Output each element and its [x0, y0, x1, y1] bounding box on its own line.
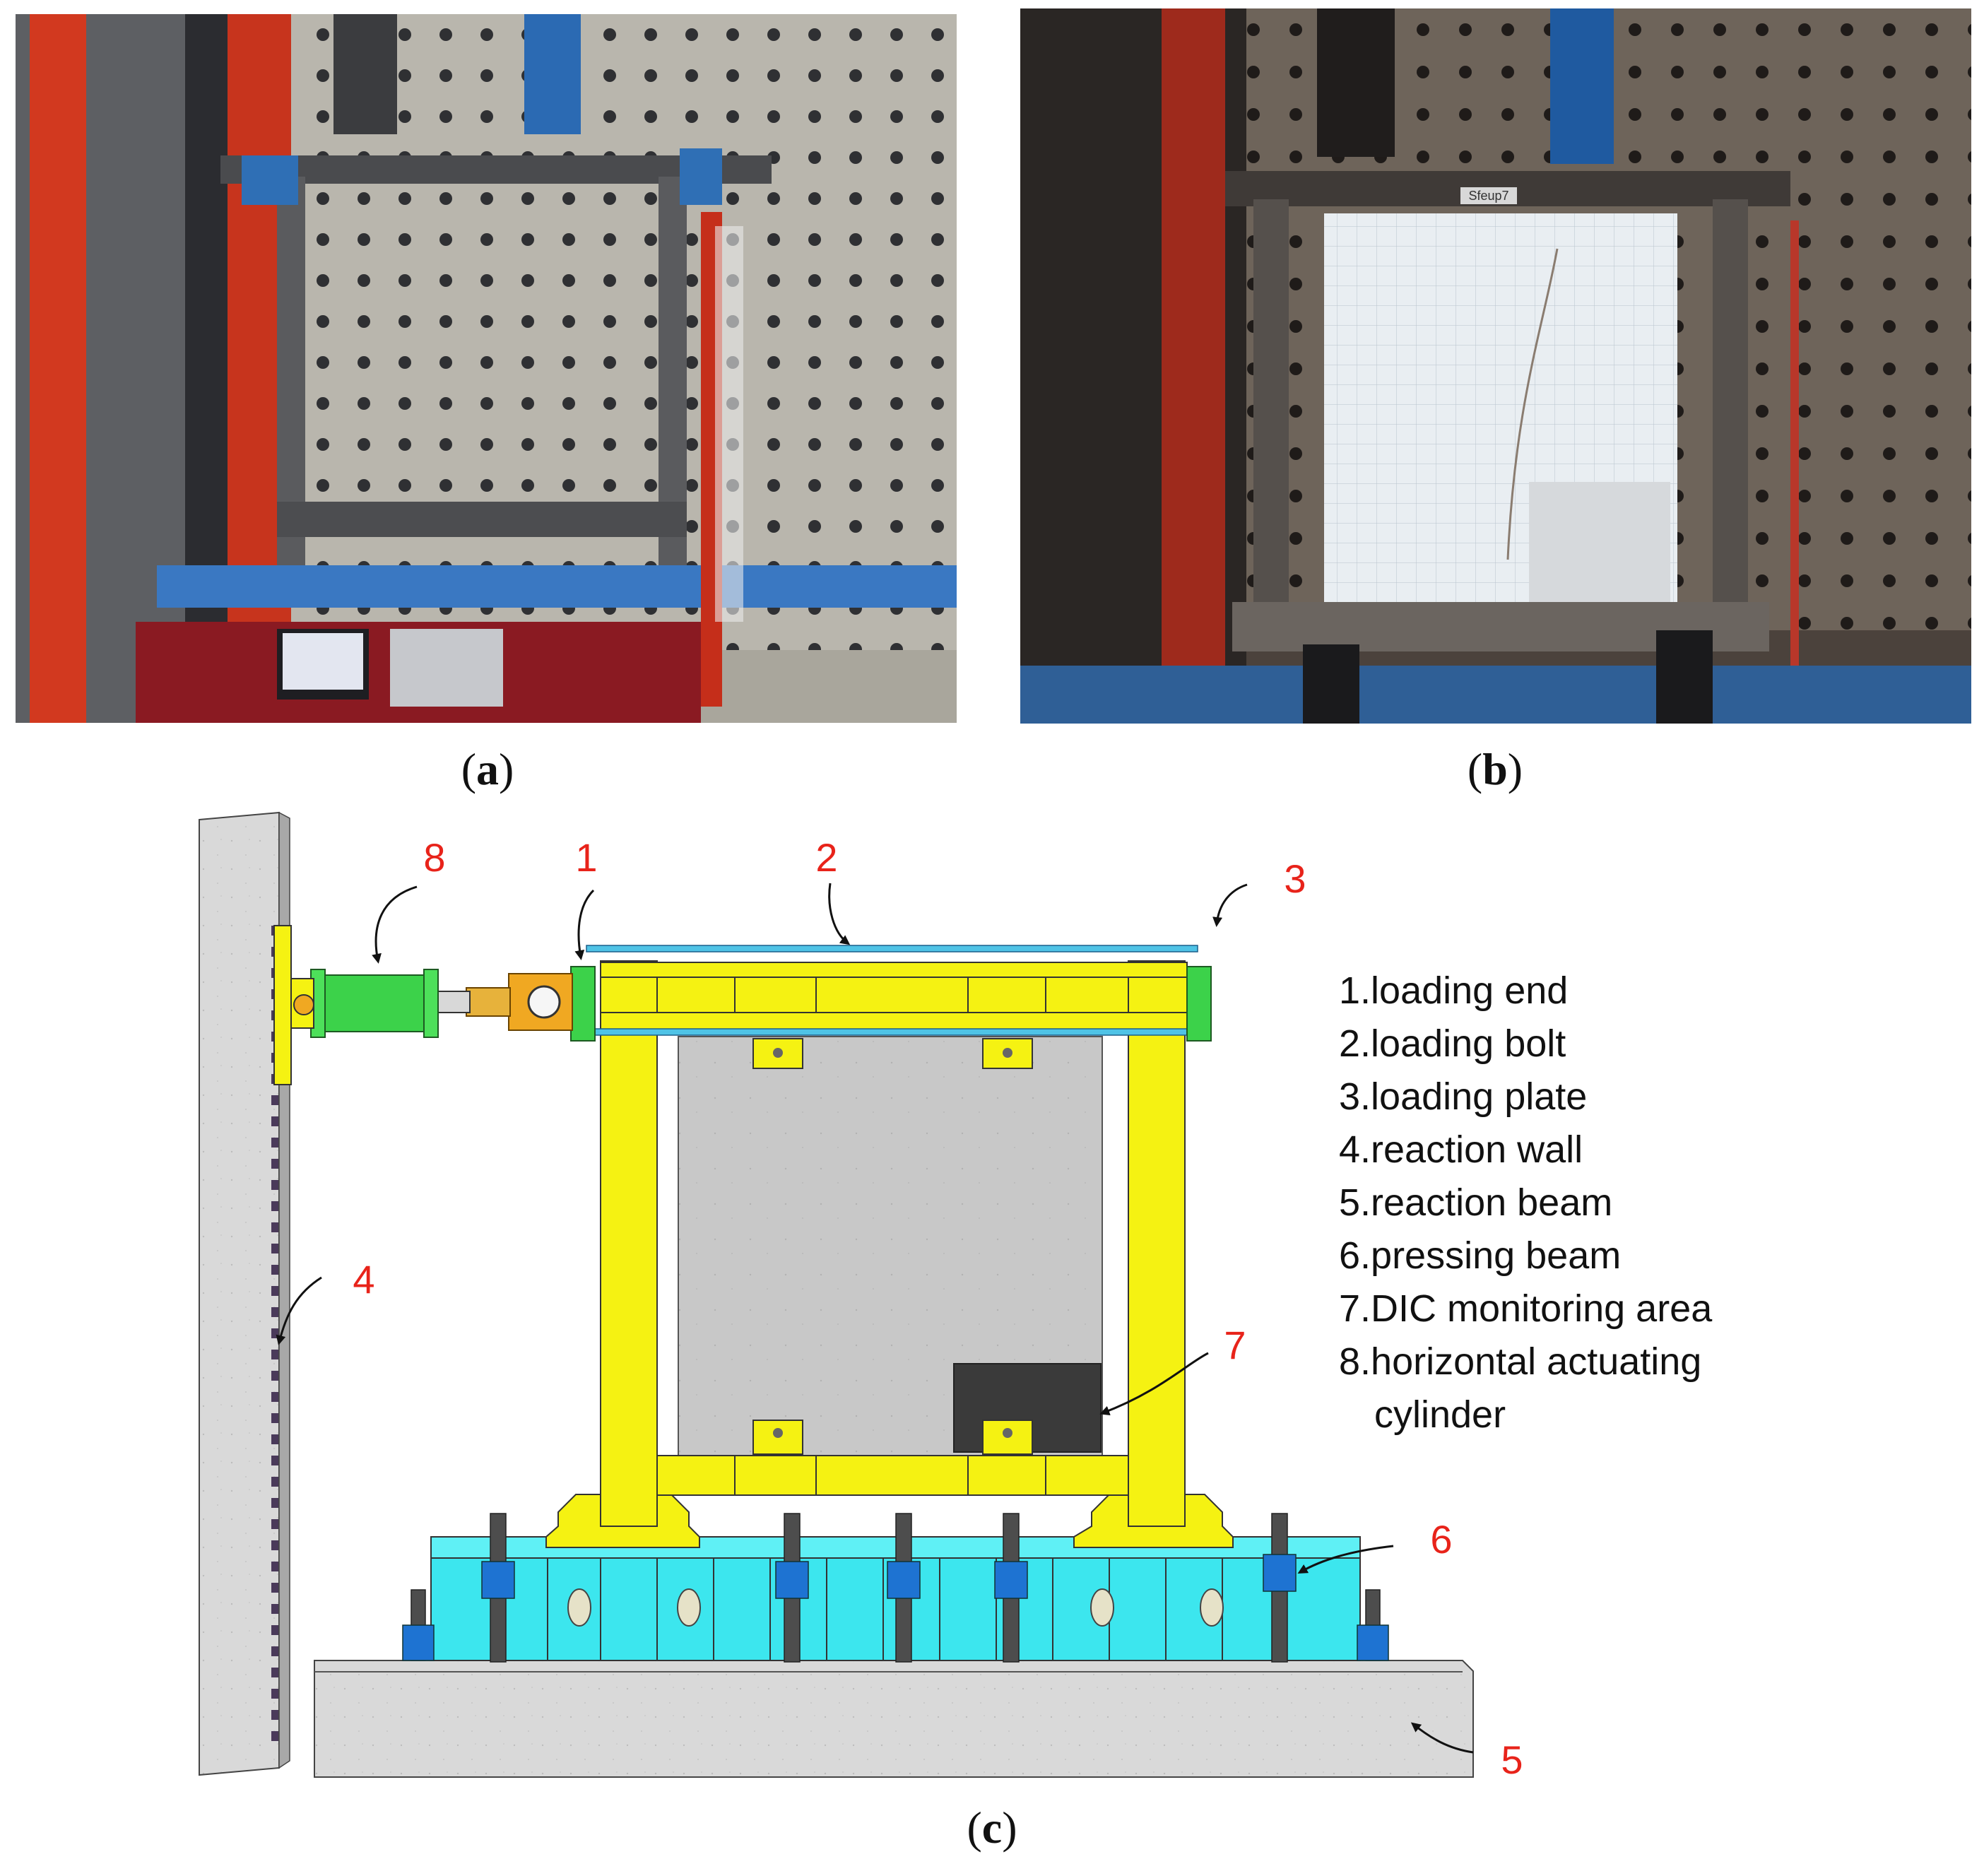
legend-item-4: 4.reaction wall	[1339, 1128, 1583, 1171]
panel-c-close: )	[1002, 1803, 1017, 1853]
photo-test-setup-overview	[16, 14, 957, 723]
panel-b-letter: b	[1482, 744, 1508, 794]
photo-specimen-with-dic-area: Sfeup7	[1020, 8, 1971, 724]
legend-item-6: 6.pressing beam	[1339, 1234, 1622, 1277]
panel-c-letter: c	[981, 1803, 1003, 1853]
legend-item-8-continued: cylinder	[1374, 1393, 1506, 1436]
loading-plates	[570, 966, 1212, 1042]
loading-end	[466, 973, 573, 1031]
panel-a-close: )	[499, 744, 514, 794]
callout-arrows	[276, 883, 1474, 1754]
callout-8: 8	[423, 835, 445, 880]
top-connectors	[752, 1038, 1033, 1455]
legend-item-5: 5.reaction beam	[1339, 1181, 1613, 1224]
component-legend: 1.loading end 2.loading bolt 3.loading p…	[1339, 964, 1918, 1441]
callout-3: 3	[1284, 856, 1306, 901]
pressing-beam-clamps	[402, 1513, 1389, 1663]
panel-label-a: (a)	[417, 743, 558, 796]
legend-item-1: 1.loading end	[1339, 969, 1569, 1012]
horizontal-actuator	[273, 925, 471, 1085]
loading-frame	[600, 960, 1188, 1527]
legend-item-2: 2.loading bolt	[1339, 1022, 1566, 1065]
legend-item-7: 7.DIC monitoring area	[1339, 1287, 1713, 1330]
callout-4: 4	[353, 1257, 374, 1302]
callout-2: 2	[815, 835, 837, 880]
callout-5: 5	[1501, 1738, 1523, 1782]
panel-label-b: (b)	[1424, 743, 1566, 796]
panel-b-open: (	[1467, 744, 1483, 794]
panel-b-close: )	[1507, 744, 1523, 794]
panel-label-c: (c)	[921, 1802, 1063, 1854]
callout-6: 6	[1430, 1517, 1452, 1562]
panel-a-letter: a	[476, 744, 499, 794]
legend-item-8: 8.horizontal actuating	[1339, 1340, 1702, 1383]
callout-7: 7	[1224, 1323, 1246, 1367]
reaction-beam	[314, 1660, 1474, 1778]
callout-1: 1	[575, 835, 597, 880]
test-setup-diagram: 1 2 3 4 5 6 7 8	[0, 806, 1984, 1823]
panel-c-open: (	[967, 1803, 982, 1853]
panel-a-open: (	[461, 744, 476, 794]
frame-tag-text: Sfeup7	[1468, 189, 1508, 203]
legend-item-3: 3.loading plate	[1339, 1075, 1588, 1118]
